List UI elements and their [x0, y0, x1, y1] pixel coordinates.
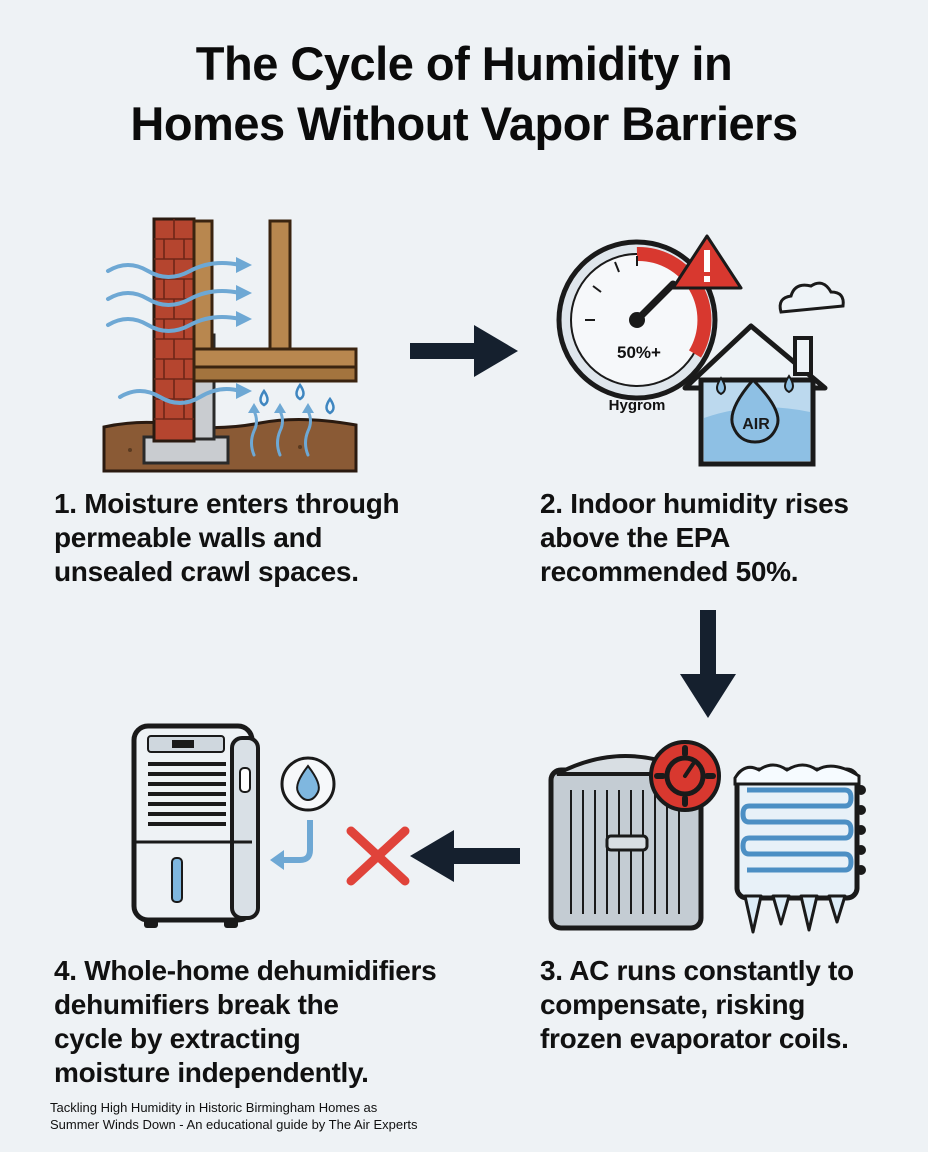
arrow-right-icon	[410, 325, 518, 377]
step-4-line-3: cycle by extracting	[54, 1023, 301, 1054]
step-4-line-4: moisture independently.	[54, 1057, 369, 1088]
hygrometer-house-icon: 50%+ Hygrom AIR	[556, 234, 845, 467]
step-2-text: 2. Indoor humidity rises above the EPA r…	[540, 487, 849, 589]
gauge-label: 50%+	[617, 343, 661, 362]
title-line-1: The Cycle of Humidity in	[195, 37, 733, 90]
step-3-line-2: compensate, risking	[540, 989, 806, 1020]
step-1-text: 1. Moisture enters through permeable wal…	[54, 487, 400, 589]
footer-line-1: Tackling High Humidity in Historic Birmi…	[50, 1100, 378, 1115]
step-2-line-1: 2. Indoor humidity rises	[540, 488, 849, 519]
cloud-icon	[778, 281, 845, 314]
footer-caption: Tackling High Humidity in Historic Birmi…	[50, 1099, 418, 1133]
step-3-text: 3. AC runs constantly to compensate, ris…	[540, 954, 854, 1056]
step-4-line-2: dehumifiers break the	[54, 989, 339, 1020]
arrow-down-icon	[680, 610, 736, 718]
footer-line-2: Summer Winds Down - An educational guide…	[50, 1117, 418, 1132]
step-4-line-1: 4. Whole-home dehumidifiers	[54, 955, 437, 986]
step-3-line-1: 3. AC runs constantly to	[540, 955, 854, 986]
step-3-line-3: frozen evaporator coils.	[540, 1023, 849, 1054]
step-2-line-3: recommended 50%.	[540, 556, 799, 587]
ac-unit-frozen-coil-icon	[548, 740, 866, 934]
step-1-line-1: 1. Moisture enters through	[54, 488, 400, 519]
house-label: AIR	[742, 416, 770, 433]
page-title: The Cycle of Humidity in Homes Without V…	[0, 34, 928, 154]
brick-wall-crawlspace-icon	[102, 217, 358, 473]
step-1-line-3: unsealed crawl spaces.	[54, 556, 359, 587]
step-1-line-2: permeable walls and	[54, 522, 323, 553]
arrow-left-icon	[410, 830, 520, 882]
step-2-line-2: above the EPA	[540, 522, 731, 553]
title-line-2: Homes Without Vapor Barriers	[130, 97, 798, 150]
dehumidifier-icon	[131, 723, 336, 928]
x-mark-icon	[346, 826, 410, 886]
hygrometer-label: Hygrom	[609, 397, 666, 414]
step-4-text: 4. Whole-home dehumidifiers dehumifiers …	[54, 954, 437, 1090]
